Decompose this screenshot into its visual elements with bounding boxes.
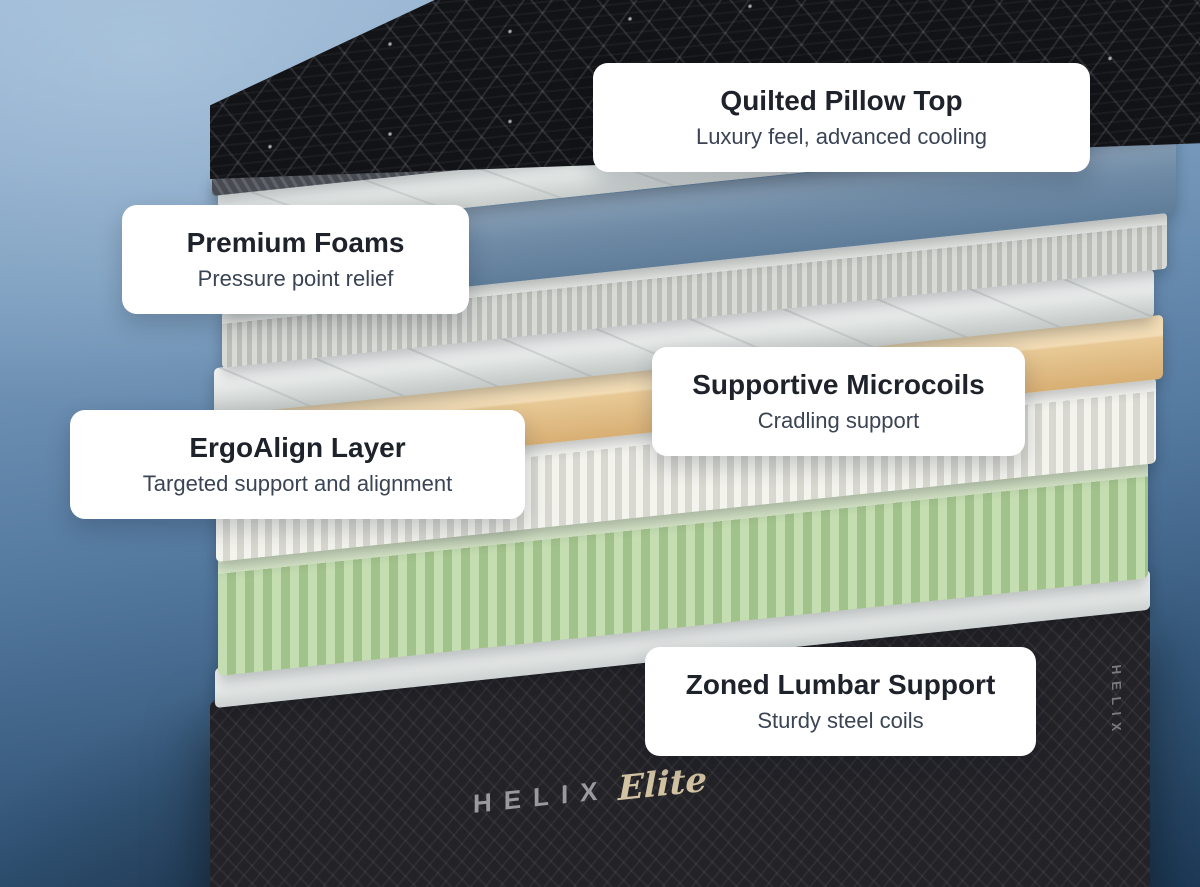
card-title: Premium Foams	[186, 227, 405, 258]
card-subtitle: Sturdy steel coils	[757, 708, 924, 733]
card-subtitle: Cradling support	[757, 408, 920, 433]
brand-collection: Elite	[617, 759, 708, 810]
card-title: Zoned Lumbar Support	[685, 669, 996, 700]
label-card-ergoalign-layer: ErgoAlign Layer Targeted support and ali…	[70, 410, 525, 519]
brand-logo: HELIX Elite	[380, 750, 800, 834]
brand-wordmark: HELIX	[472, 774, 610, 819]
label-card-quilted-pillow-top: Quilted Pillow Top Luxury feel, advanced…	[593, 63, 1090, 172]
card-subtitle: Pressure point relief	[197, 266, 394, 291]
card-subtitle: Luxury feel, advanced cooling	[695, 124, 988, 149]
label-card-premium-foams: Premium Foams Pressure point relief	[122, 205, 469, 314]
brand-side-label: HELIX	[1109, 663, 1124, 739]
card-subtitle: Targeted support and alignment	[142, 471, 453, 496]
card-title: ErgoAlign Layer	[189, 432, 406, 463]
card-title: Quilted Pillow Top	[720, 85, 963, 116]
card-title: Supportive Microcoils	[692, 369, 985, 400]
label-card-zoned-lumbar-support: Zoned Lumbar Support Sturdy steel coils	[645, 647, 1036, 756]
label-card-supportive-microcoils: Supportive Microcoils Cradling support	[652, 347, 1025, 456]
